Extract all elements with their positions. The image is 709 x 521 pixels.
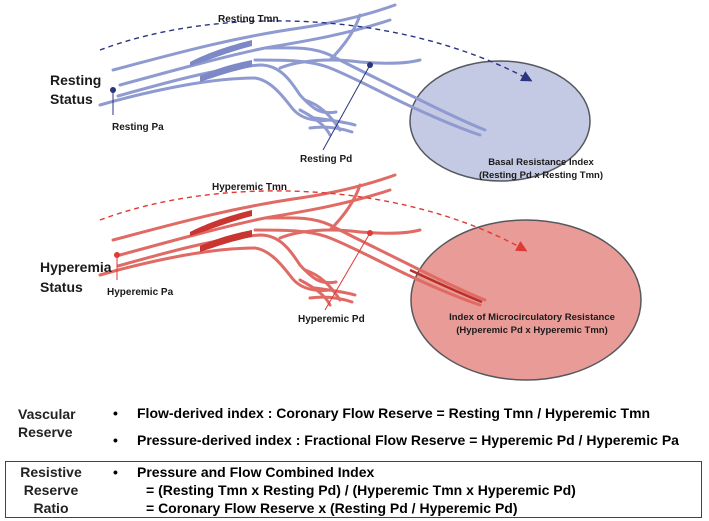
imr-ellipse [410,219,642,381]
cfr-bullet: • Flow-derived index : Coronary Flow Rese… [113,404,650,422]
rrr-header: Resistive Reserve Ratio [20,463,82,517]
hyperemic-tmn-arrow [99,190,528,252]
rrr-header-line1: Resistive [20,464,82,480]
bullet-marker: • [113,432,118,448]
hyperemic-pd-dot [367,230,373,236]
imr-title: Index of Microcirculatory Resistance [449,312,615,323]
resistive-reserve-ratio-box [5,461,702,518]
ffr-bullet: • Pressure-derived index : Fractional Flo… [113,431,679,449]
hyperemic-vessel-tree [98,173,487,307]
resting-stenosis-lower [200,60,252,82]
resting-stenosis-upper [190,40,252,66]
hyperemic-stenosis-lower [200,230,252,252]
basal-index-title: Basal Resistance Index [488,157,594,168]
hyperemic-pa-dot [114,252,120,258]
rrr-line1: • Pressure and Flow Combined Index [113,463,374,481]
resting-status-line2: Status [50,91,93,107]
basal-index-formula: (Resting Pd x Resting Tmn) [479,170,603,181]
rrr-header-line2: Reserve [23,482,79,498]
hyperemia-status-line1: Hyperemia [40,259,112,275]
resting-pd-pointer [322,64,371,151]
hyperemic-pd-pointer [324,232,371,311]
resting-pd-dot [367,62,373,68]
basal-resistance-ellipse [409,60,591,182]
coronary-diagram: Resting Tmn Resting Status Resting Pa Re… [40,3,642,381]
cfr-text: Flow-derived index : Coronary Flow Reser… [137,405,651,421]
rrr-line1-text: Pressure and Flow Combined Index [137,464,375,480]
resting-tmn-label: Resting Tmn [218,14,279,25]
rrr-header-line3: Ratio [33,500,69,516]
hyperemic-pa-label: Hyperemic Pa [107,287,174,298]
hyperemic-tmn-label: Hyperemic Tmn [212,182,287,193]
hyperemic-pd-label: Hyperemic Pd [298,314,365,325]
hyperemic-vessel-highlight [409,268,483,304]
rrr-line3: = Coronary Flow Reserve x (Resting Pd / … [146,500,518,516]
resting-pa-label: Resting Pa [112,122,164,133]
resting-status-line1: Resting [50,72,101,88]
bullet-marker: • [113,464,118,480]
resting-pa-dot [110,87,116,93]
resting-tmn-arrow [99,20,533,82]
vascular-reserve-header-line1: Vascular [18,406,76,422]
vascular-reserve-header-line2: Reserve [18,424,73,440]
hyperemic-stenosis-upper [190,210,252,236]
resting-section: Resting Tmn Resting Status Resting Pa Re… [50,3,603,182]
hyperemia-status-line2: Status [40,279,83,295]
bullet-marker: • [113,405,118,421]
ffr-text: Pressure-derived index : Fractional Flow… [137,432,679,448]
hyperemia-section: Hyperemic Tmn Hyperemia Status Hyperemic… [40,173,642,381]
vascular-reserve-header: Vascular Reserve [18,405,76,441]
resting-pd-label: Resting Pd [300,154,352,165]
rrr-line2: = (Resting Tmn x Resting Pd) / (Hyperemi… [146,482,576,498]
imr-formula: (Hyperemic Pd x Hyperemic Tmn) [456,325,608,336]
resting-vessel-tree [98,3,487,137]
